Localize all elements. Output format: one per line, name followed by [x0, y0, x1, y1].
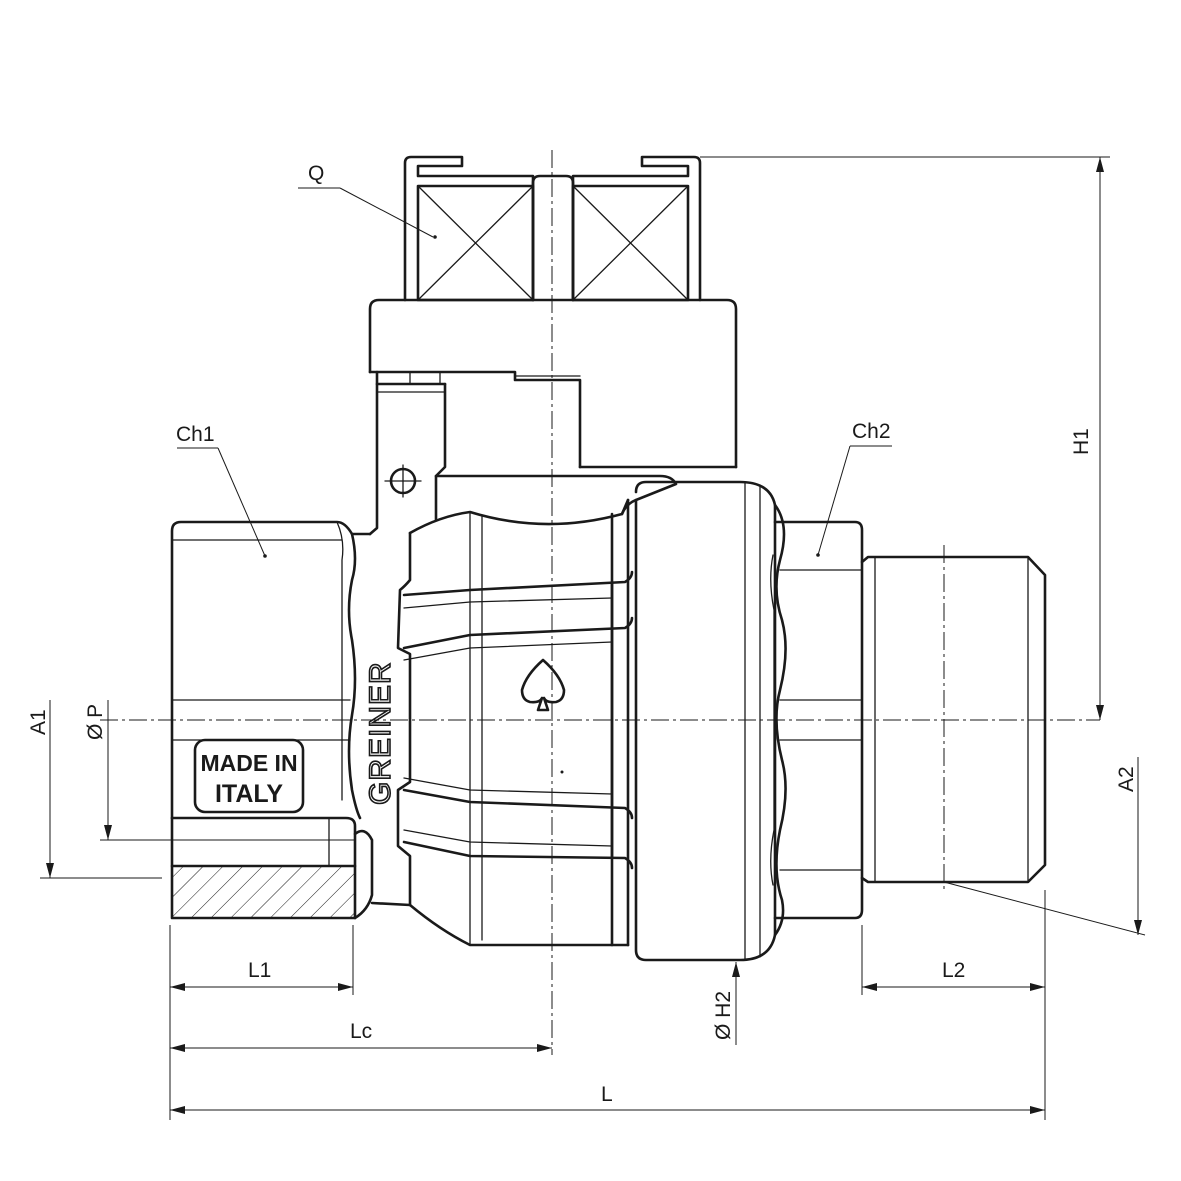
label-h1: H1	[1070, 428, 1093, 455]
dimension-lines	[40, 156, 1146, 1120]
outlet-male-end	[773, 520, 1047, 920]
label-p: Ø P	[84, 704, 107, 740]
label-l1: L1	[248, 959, 271, 982]
label-ch1: Ch1	[176, 423, 215, 446]
valve-neck	[368, 370, 447, 536]
label-q: Q	[308, 162, 324, 185]
label-a1: A1	[27, 709, 50, 735]
made-in-italy-plate: MADE IN ITALY	[193, 738, 305, 814]
brand-text: GREINER	[364, 661, 397, 805]
valve-body	[396, 474, 787, 962]
label-a2: A2	[1115, 766, 1138, 792]
made-in-text: MADE IN	[200, 750, 297, 776]
handle	[368, 155, 738, 469]
label-ch2: Ch2	[852, 420, 891, 443]
label-l: L	[601, 1083, 613, 1106]
italy-text: ITALY	[215, 780, 283, 808]
dimension-labels: Q Ch1 Ch2 H1 A1 Ø P A2 L1 L2 Ø H2 Lc L	[27, 162, 1138, 1106]
label-lc: Lc	[350, 1020, 372, 1043]
label-h2: Ø H2	[712, 991, 735, 1040]
flow-direction-icon	[520, 658, 566, 774]
inlet-female-end	[170, 520, 412, 920]
label-l2: L2	[942, 959, 965, 982]
